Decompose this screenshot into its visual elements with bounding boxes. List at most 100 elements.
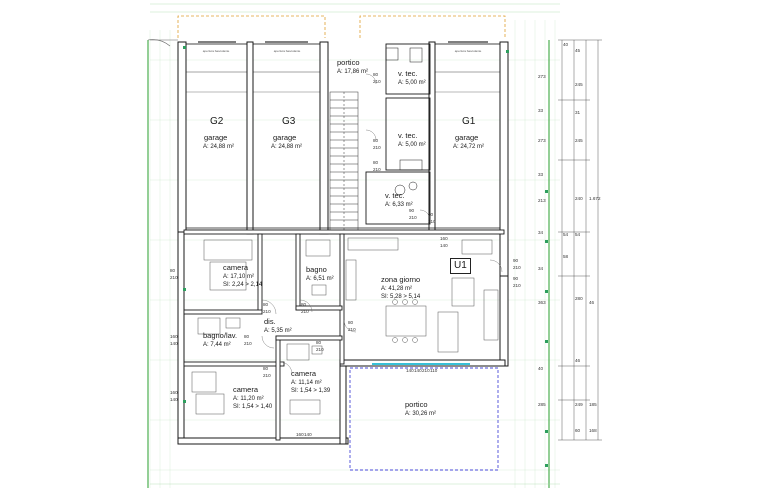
door-dim: 80 <box>170 268 176 273</box>
door-dim: 80 <box>373 72 379 77</box>
portico-outline <box>349 367 499 471</box>
furniture <box>191 237 499 415</box>
room-name-camera-2: camera <box>291 369 317 378</box>
dim-right: 46 <box>575 358 581 363</box>
room-area-camera-1: A: 17,10 m² <box>223 274 255 280</box>
door-dim: 210 <box>348 327 356 332</box>
dim-right: 45 <box>575 48 581 53</box>
door-dim: 210 <box>263 309 271 314</box>
door-dim: 210 <box>409 215 417 220</box>
room-height-camera-3: SI: 1,54 > 1,40 <box>233 404 273 410</box>
room-area-camera-3: A: 11,20 m² <box>233 396 264 402</box>
door-dim: 210 <box>170 275 178 280</box>
room-name-portico-bottom: portico <box>405 400 428 409</box>
room-height-zona-giorno: SI: 5,28 > 5,14 <box>381 294 421 300</box>
door-dim: 90 <box>409 208 415 213</box>
garage-note-g1: apertura basculante <box>454 49 482 53</box>
door-dim: 110 <box>430 368 438 373</box>
door-dim: 210 <box>244 341 252 346</box>
door-dim: 210 <box>422 368 430 373</box>
tech-room-walls <box>365 43 431 225</box>
room-area-garage-g3: A: 24,88 m² <box>271 144 303 150</box>
dim-right: 245 <box>575 82 583 87</box>
room-name-vtec-2: v. tec. <box>398 131 418 140</box>
dim-right: 213 <box>538 198 546 203</box>
door-dim: 140 <box>170 397 178 402</box>
door-dim: 80 <box>373 160 379 165</box>
dim-right: 40 <box>538 366 544 371</box>
room-area-vtec-3: A: 6,33 m² <box>385 202 413 208</box>
door-dim: 210 <box>428 219 436 224</box>
room-area-garage-g1: A: 24,72 m² <box>453 144 485 150</box>
dim-right: 168 <box>589 428 597 433</box>
dim-right: 46 <box>589 300 595 305</box>
unit-label: U1 <box>450 258 471 274</box>
interior-walls <box>183 229 505 441</box>
door-dim: 210 <box>316 347 324 352</box>
site-boundary <box>147 40 550 488</box>
room-area-vtec-1: A: 5,00 m² <box>398 80 426 86</box>
door-dim: 210 <box>513 265 521 270</box>
door-dim: 210 <box>513 283 521 288</box>
door-dim: 210 <box>373 79 381 84</box>
dim-right: 249 <box>575 402 583 407</box>
garage-code-g1: G1 <box>462 116 476 127</box>
door-swings <box>261 73 503 375</box>
door-dim: 160 <box>440 236 448 241</box>
room-name-bagno-lav: bagno/lav. <box>203 331 238 340</box>
door-dim: 210 <box>373 145 381 150</box>
garage-code-g3: G3 <box>282 116 296 127</box>
door-dim: 140 <box>170 341 178 346</box>
garage-code-g2: G2 <box>210 116 224 127</box>
garage-note-g2: apertura basculante <box>202 49 230 53</box>
door-dim: 160 <box>170 390 178 395</box>
dim-right: 58 <box>563 254 569 259</box>
dim-right: 33 <box>538 172 544 177</box>
door-dim: 140 <box>304 432 312 437</box>
dimension-lines <box>558 39 602 441</box>
door-dim: 90 <box>513 258 519 263</box>
dim-right: 1.672 <box>589 196 601 201</box>
dim-right: 273 <box>538 138 546 143</box>
room-area-garage-g2: A: 24,88 m² <box>203 144 235 150</box>
dim-right: 33 <box>538 108 544 113</box>
room-name-garage-g2: garage <box>204 133 228 142</box>
door-dim: 160 <box>296 432 304 437</box>
site-grid <box>149 20 560 488</box>
dim-right: 273 <box>538 74 546 79</box>
dim-right: 40 <box>563 42 569 47</box>
room-name-camera-1: camera <box>223 263 249 272</box>
door-dim: 210 <box>301 309 309 314</box>
door-dim: 80 <box>301 302 307 307</box>
room-area-vtec-2: A: 5,00 m² <box>398 142 426 148</box>
room-area-camera-2: A: 11,14 m² <box>291 380 322 386</box>
dim-right: 54 <box>563 232 569 237</box>
room-area-bagno-lav: A: 7,44 m² <box>203 342 231 348</box>
room-area-zona-giorno: A: 41,28 m² <box>381 286 413 292</box>
green-markers <box>183 46 548 467</box>
dim-right: 363 <box>538 300 546 305</box>
door-dim: 210 <box>263 373 271 378</box>
dim-right: 60 <box>575 428 581 433</box>
door-dim: 210 <box>373 167 381 172</box>
room-name-garage-g1: garage <box>455 133 479 142</box>
door-dim: 80 <box>263 366 269 371</box>
door-dim: 140 <box>414 368 422 373</box>
door-dim: 80 <box>244 334 250 339</box>
roof-outline <box>177 15 506 38</box>
room-height-camera-2: SI: 1,54 > 1,39 <box>291 388 331 394</box>
room-height-camera-1: SI: 2,24 > 2,14 <box>223 282 263 288</box>
room-name-bagno: bagno <box>306 265 327 274</box>
dim-right: 240 <box>575 196 583 201</box>
door-dim: 140 <box>406 368 414 373</box>
stair <box>329 91 359 233</box>
room-name-dis: dis. <box>264 317 276 326</box>
dim-right: 31 <box>575 110 581 115</box>
dim-right: 245 <box>575 138 583 143</box>
room-name-camera-3: camera <box>233 385 259 394</box>
dim-right: 280 <box>575 296 583 301</box>
dim-right: 285 <box>538 402 546 407</box>
room-area-dis: A: 5,35 m² <box>264 328 292 334</box>
